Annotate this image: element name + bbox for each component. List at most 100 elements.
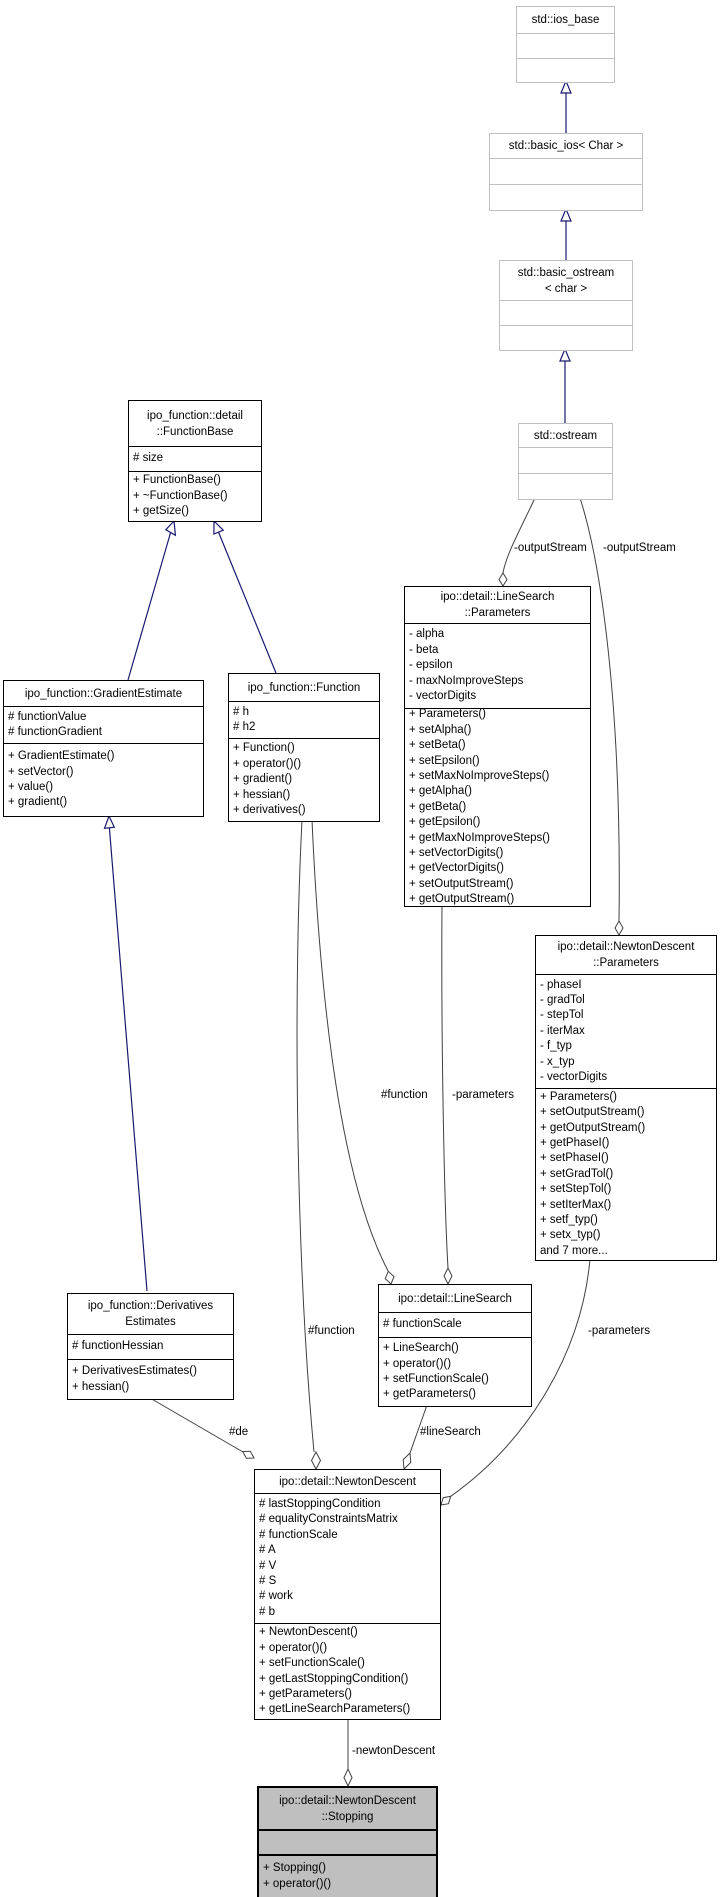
class-attribute: # h bbox=[233, 705, 249, 718]
class-function[interactable]: ipo_function::Function# h# h2+ Function(… bbox=[228, 673, 380, 822]
class-method: + setAlpha() bbox=[409, 723, 472, 736]
class-attribute: - stepTol bbox=[540, 1009, 584, 1022]
aggregation-edge bbox=[296, 819, 315, 1453]
aggregation-diamond-icon bbox=[443, 1266, 453, 1286]
class-title-line: ipo_function::Function bbox=[247, 681, 361, 694]
aggregation-edge bbox=[441, 904, 449, 1269]
class-title-line: ::Parameters bbox=[593, 957, 659, 969]
class-method: + Parameters() bbox=[540, 1090, 618, 1103]
class-linesearch[interactable]: ipo::detail::LineSearch# functionScale+ … bbox=[378, 1284, 532, 1407]
class-method: + setMaxNoImproveSteps() bbox=[409, 769, 550, 782]
inheritance-edges bbox=[103, 79, 572, 1292]
aggregation-diamond-icon bbox=[343, 1767, 353, 1788]
class-attribute: - vectorDigits bbox=[540, 1071, 608, 1084]
class-attribute: - x_typ bbox=[540, 1055, 575, 1068]
class-basic-ios[interactable]: std::basic_ios< Char > bbox=[489, 133, 643, 211]
class-method: + setBeta() bbox=[409, 739, 466, 752]
class-attribute: # functionHessian bbox=[72, 1340, 164, 1353]
class-basic-ostream[interactable]: std::basic_ostream< char > bbox=[499, 260, 633, 351]
class-ios-base[interactable]: std::ios_base bbox=[516, 6, 615, 83]
class-attribute: - f_typ bbox=[540, 1040, 572, 1053]
class-attribute: # A bbox=[259, 1544, 276, 1557]
class-method: + getSize() bbox=[133, 505, 189, 518]
inheritance-edge bbox=[108, 827, 148, 1292]
class-attribute: - gradTol bbox=[540, 993, 585, 1006]
class-methods: + DerivativesEstimates()+ hessian() bbox=[68, 1359, 233, 1399]
class-title-line: ipo::detail::NewtonDescent bbox=[279, 1794, 416, 1807]
class-attribute: - alpha bbox=[409, 628, 445, 641]
inheritance-arrow-icon bbox=[213, 519, 225, 535]
class-method: + setIterMax() bbox=[540, 1198, 612, 1211]
class-method: + Stopping() bbox=[263, 1862, 326, 1875]
aggregation-edge bbox=[502, 497, 536, 574]
class-attributes bbox=[517, 33, 614, 58]
class-newton-descent[interactable]: ipo::detail::NewtonDescent# lastStopping… bbox=[254, 1469, 441, 1720]
class-method: + operator()() bbox=[383, 1357, 452, 1370]
class-newton-params[interactable]: ipo::detail::NewtonDescent::Parameters- … bbox=[535, 935, 717, 1261]
class-attributes: # size bbox=[129, 446, 261, 471]
class-attributes: # lastStoppingCondition# equalityConstra… bbox=[255, 1493, 440, 1623]
class-gradient-estimate[interactable]: ipo_function::GradientEstimate# function… bbox=[3, 680, 204, 817]
class-attribute: # functionValue bbox=[8, 710, 87, 723]
class-method: + setFunctionScale() bbox=[259, 1657, 365, 1670]
class-attribute: # V bbox=[259, 1559, 277, 1572]
class-methods bbox=[517, 58, 614, 82]
inheritance-arrow-icon bbox=[103, 814, 116, 830]
edge-label-parameters-upper: -parameters bbox=[452, 1089, 514, 1101]
aggregation-edges bbox=[149, 497, 624, 1788]
class-title-line: ::FunctionBase bbox=[156, 425, 234, 438]
class-method: + value() bbox=[8, 781, 54, 793]
class-method: + getOutputStream() bbox=[540, 1121, 646, 1134]
class-method: + getBeta() bbox=[409, 800, 467, 813]
aggregation-diamond-icon bbox=[440, 1495, 452, 1506]
class-title-line: std::basic_ios< Char > bbox=[508, 140, 624, 152]
class-title-line: ipo::detail::NewtonDescent bbox=[279, 1475, 416, 1488]
class-title: std::ostream bbox=[519, 424, 612, 447]
class-attribute: # size bbox=[133, 452, 164, 465]
aggregation-diamond-icon bbox=[384, 1270, 395, 1285]
class-method: + setStepTol() bbox=[540, 1183, 612, 1196]
class-attributes: # h# h2 bbox=[229, 701, 379, 738]
class-method: + getVectorDigits() bbox=[409, 862, 504, 875]
class-ostream[interactable]: std::ostream bbox=[518, 423, 613, 500]
class-method: + getEpsilon() bbox=[409, 816, 481, 829]
class-attribute: # functionGradient bbox=[8, 726, 102, 738]
class-title: ipo_function::Function bbox=[229, 674, 379, 701]
aggregation-diamond-icon bbox=[310, 1450, 322, 1471]
class-attributes: - alpha- beta- epsilon- maxNoImproveStep… bbox=[405, 623, 590, 708]
class-attributes: # functionHessian bbox=[68, 1334, 233, 1359]
class-attributes: # functionScale bbox=[379, 1312, 531, 1337]
aggregation-diamond-icon bbox=[614, 919, 624, 937]
class-title-line: ipo_function::GradientEstimate bbox=[24, 687, 183, 700]
class-title: ipo_function::detail::FunctionBase bbox=[129, 401, 261, 446]
class-attribute: - maxNoImproveSteps bbox=[409, 674, 524, 687]
class-attribute: - epsilon bbox=[409, 659, 453, 672]
class-methods: + FunctionBase()+ ~FunctionBase()+ getSi… bbox=[129, 471, 261, 521]
class-title: std::basic_ostream< char > bbox=[500, 261, 632, 300]
class-attributes: # functionValue # functionGradient bbox=[4, 706, 203, 743]
class-method: + setPhaseI() bbox=[540, 1152, 609, 1165]
class-method: + setVectorDigits() bbox=[409, 847, 504, 860]
class-method: + setVector() bbox=[8, 765, 74, 778]
aggregation-edge bbox=[579, 497, 620, 922]
edge-label-parameters-lower: -parameters bbox=[588, 1325, 650, 1337]
class-function-base[interactable]: ipo_function::detail::FunctionBase# size… bbox=[128, 400, 262, 522]
class-title: std::basic_ios< Char > bbox=[490, 134, 642, 158]
class-stopping[interactable]: ipo::detail::NewtonDescent::Stopping+ St… bbox=[257, 1786, 438, 1897]
class-method: + setOutputStream() bbox=[540, 1106, 645, 1119]
class-title-line: std::basic_ostream bbox=[517, 266, 615, 279]
class-method: + getMaxNoImproveSteps() bbox=[409, 831, 550, 844]
class-attribute: - iterMax bbox=[540, 1024, 585, 1037]
class-title: ipo::detail::LineSearch::Parameters bbox=[405, 587, 590, 623]
class-linesearch-params[interactable]: ipo::detail::LineSearch::Parameters- alp… bbox=[404, 586, 591, 907]
edge-label-outputstream-right: -outputStream bbox=[603, 542, 676, 554]
aggregation-diamond-icon bbox=[241, 1450, 255, 1459]
class-method: + getLastStoppingCondition() bbox=[259, 1672, 409, 1685]
class-method: + Parameters() bbox=[409, 708, 487, 721]
class-attributes: - phaseI- gradTol- stepTol- iterMax- f_t… bbox=[536, 974, 716, 1088]
class-method: + setFunctionScale() bbox=[383, 1373, 489, 1385]
class-method: + setEpsilon() bbox=[409, 754, 480, 767]
class-method: + getParameters() bbox=[259, 1687, 352, 1700]
